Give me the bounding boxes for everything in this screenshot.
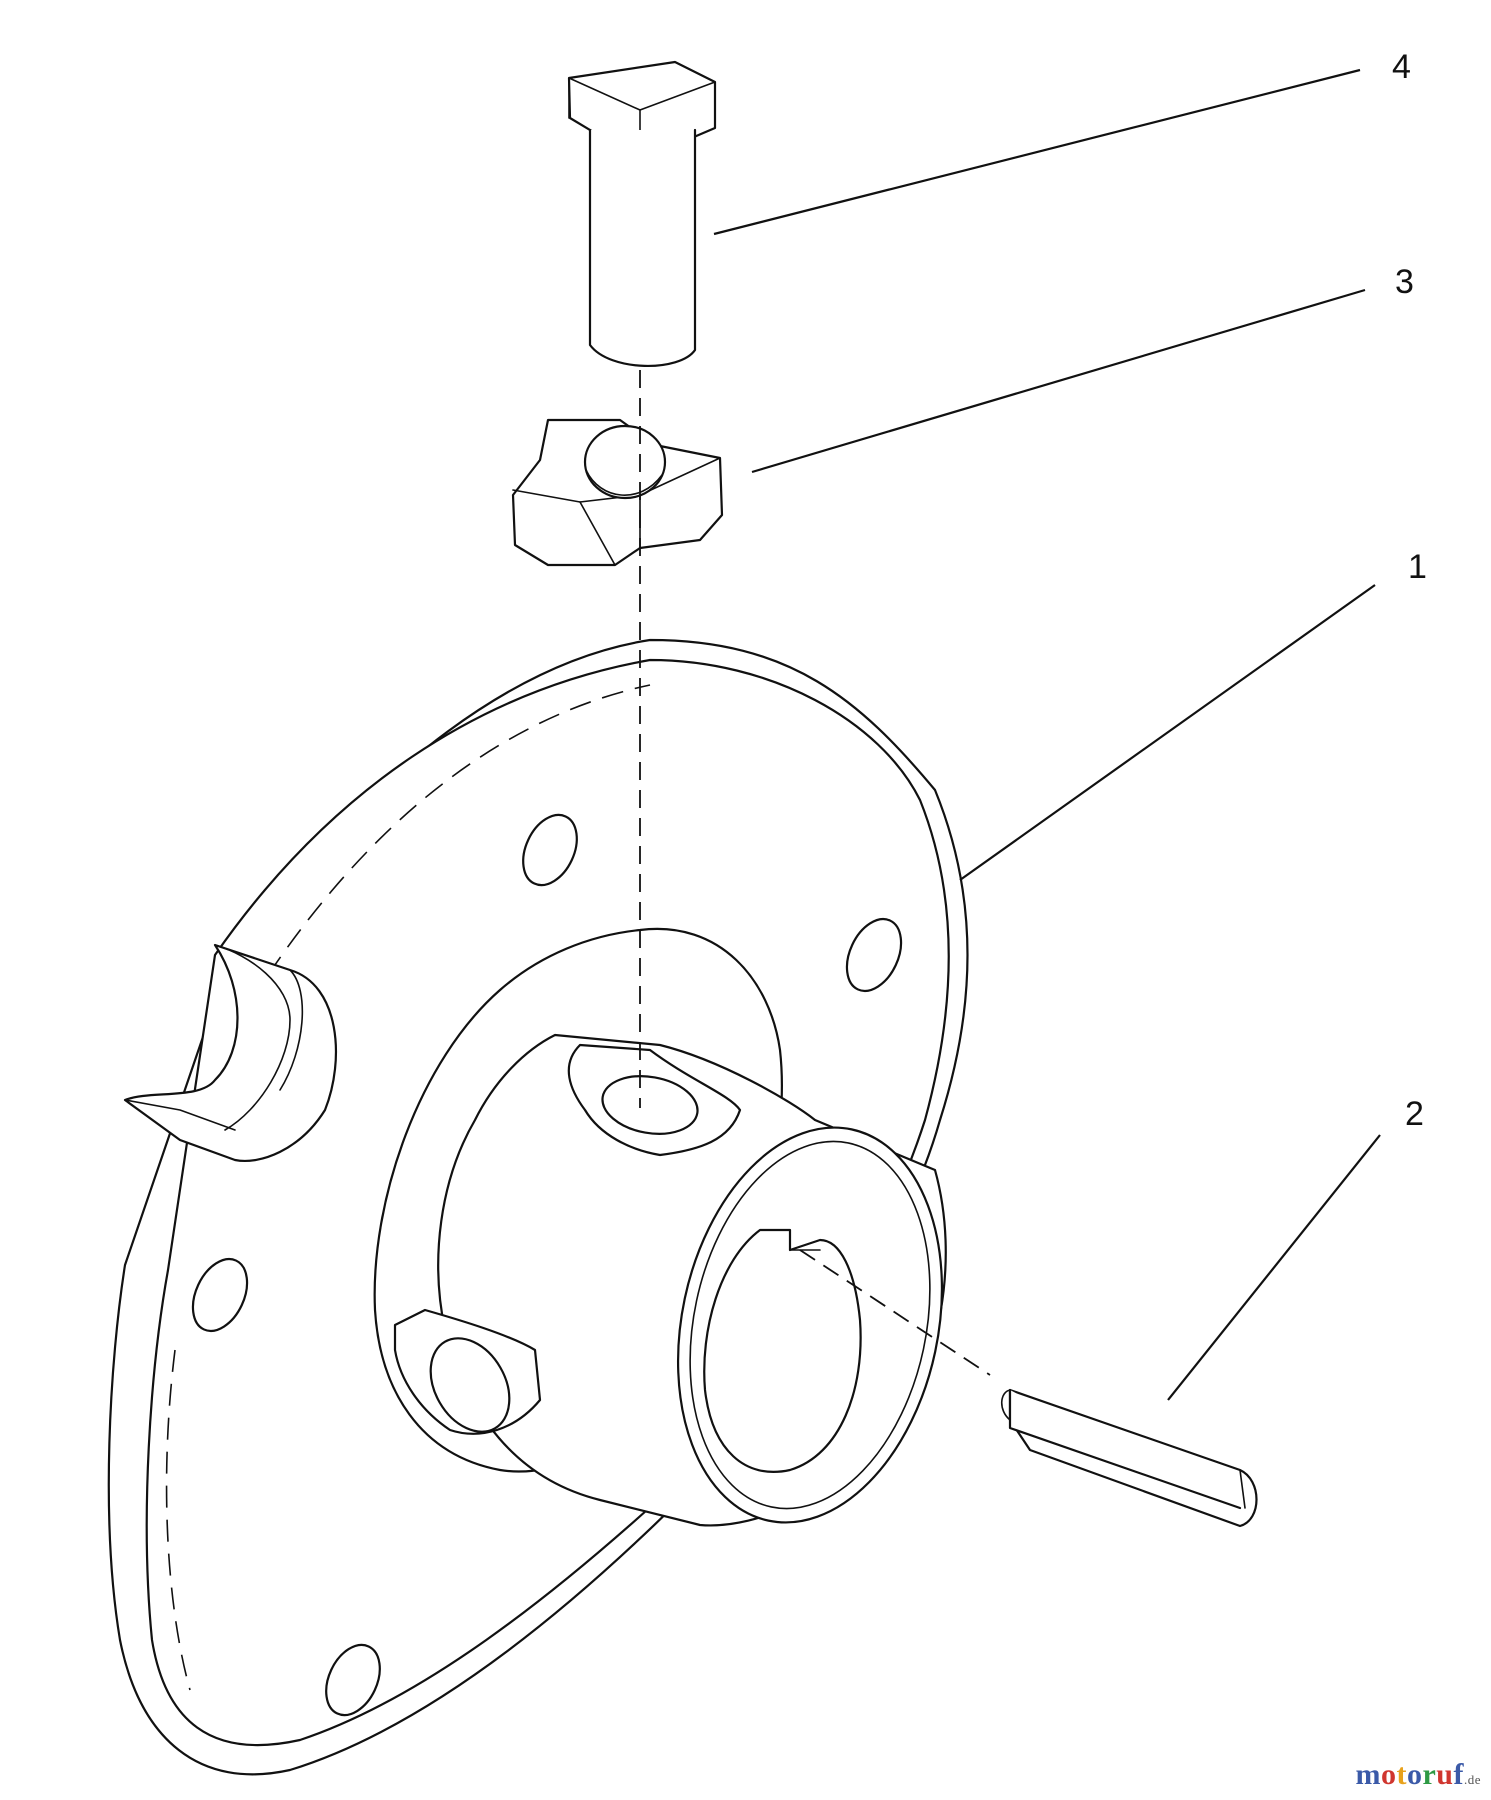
watermark-letter: f [1453, 1758, 1464, 1791]
flange-hole-top-left [522, 813, 578, 887]
callout-3: 3 [751, 263, 1414, 474]
hub-barrel [437, 1033, 947, 1527]
key [1000, 1388, 1258, 1528]
callout-2: 2 [1167, 1095, 1424, 1401]
callout-number-1: 1 [1408, 548, 1427, 586]
callout-1: 1 [959, 548, 1427, 881]
hub-setscrew-hole-top [567, 1043, 742, 1157]
watermark-letter: r [1422, 1758, 1437, 1791]
watermark-letters: motoruf [1355, 1758, 1464, 1791]
watermark-letter: o [1380, 1758, 1397, 1791]
watermark-suffix: .de [1463, 1772, 1481, 1787]
callout-4: 4 [713, 48, 1411, 236]
watermark-letter: m [1355, 1758, 1381, 1791]
key-axis-line [799, 1249, 991, 1376]
watermark-letter: t [1396, 1758, 1407, 1791]
hub-setscrew-hole-side [393, 1308, 542, 1435]
callout-number-4: 4 [1392, 48, 1411, 86]
flange-notch [123, 943, 338, 1162]
hex-nut [511, 418, 724, 567]
flange-hole-bottom [325, 1643, 381, 1717]
flange-hole-right [845, 917, 903, 993]
flange-hole-left [191, 1257, 249, 1333]
callout-number-3: 3 [1395, 263, 1414, 301]
watermark-logo: motoruf.de [1355, 1758, 1481, 1792]
watermark-letter: u [1436, 1758, 1454, 1791]
bolt [567, 60, 717, 367]
watermark-letter: o [1406, 1758, 1423, 1791]
callout-number-2: 2 [1405, 1095, 1424, 1133]
